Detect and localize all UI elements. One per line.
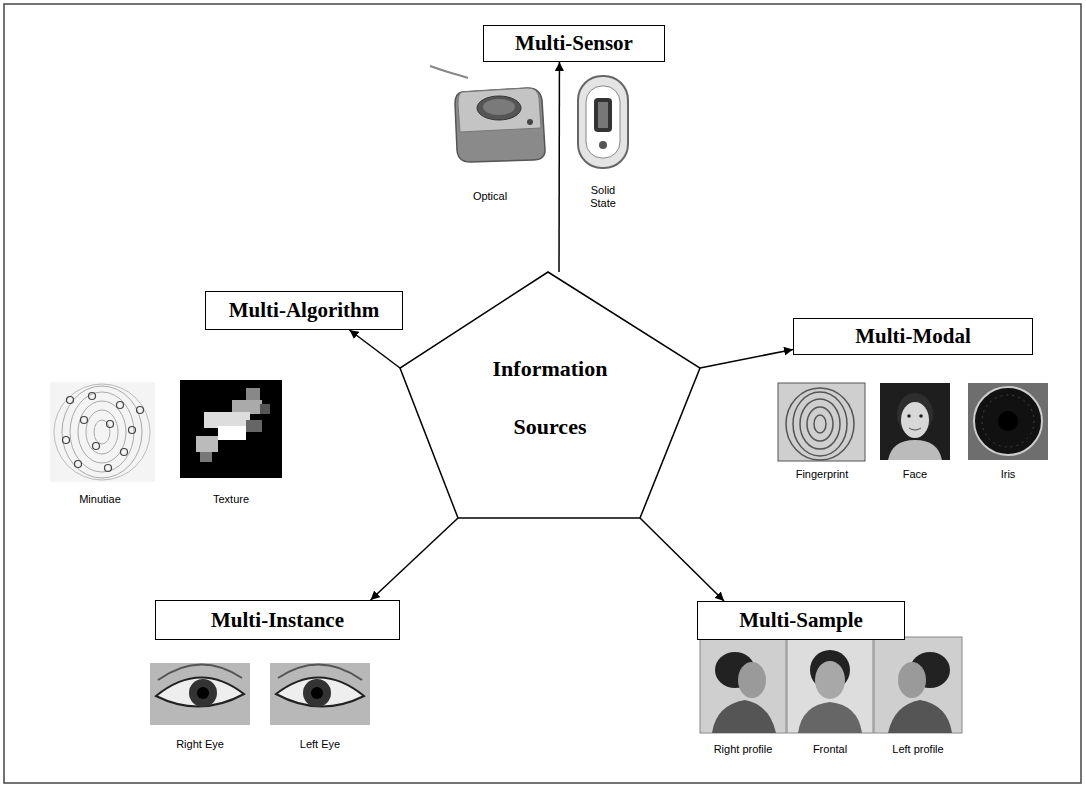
frontal-photo [787, 637, 873, 733]
picture-caption: Solid State [585, 184, 621, 210]
frame [4, 4, 1081, 783]
picture-caption: Optical [450, 190, 530, 203]
arrow-connector [700, 349, 793, 368]
box-title: Multi-Instance [211, 608, 344, 633]
arrow-connector [558, 62, 560, 272]
center-pentagon: Information Sources [400, 272, 700, 518]
picture-caption: Right profile [700, 743, 786, 756]
picture-caption: Right Eye [155, 738, 245, 751]
box-title: Multi-Algorithm [229, 298, 379, 323]
left-profile-photo [874, 637, 962, 733]
picture-caption: Texture [186, 493, 276, 506]
pentagon-shape [400, 272, 700, 518]
optical-sensor [430, 66, 545, 162]
picture-caption: Iris [978, 468, 1038, 481]
source-box: Multi-Instance [155, 600, 400, 640]
picture-caption: Left Eye [275, 738, 365, 751]
picture-caption: Frontal [787, 743, 873, 756]
pentagon-outline [400, 272, 700, 518]
arrow-connector [640, 518, 724, 601]
left-eye-image [270, 663, 370, 725]
source-box: Multi-Sample [697, 601, 905, 640]
source-box: Multi-Sensor [483, 25, 665, 62]
picture-caption: Left profile [874, 743, 962, 756]
source-box: Multi-Algorithm [205, 291, 403, 330]
picture-caption: Minutiae [55, 493, 145, 506]
center-title: Information Sources [460, 340, 640, 456]
fingerprint-image [778, 383, 865, 461]
arrow-connector [371, 518, 458, 600]
box-title: Multi-Sensor [515, 31, 633, 56]
right-profile-photo [700, 637, 786, 733]
source-box: Multi-Modal [793, 318, 1033, 355]
arrow-connector [350, 330, 400, 368]
iris-image [968, 383, 1048, 460]
solid-state-sensor [578, 76, 628, 168]
minutiae-fingerprint [50, 382, 155, 482]
picture-caption: Fingerprint [777, 468, 867, 481]
texture-image [180, 380, 282, 478]
picture-caption: Face [880, 468, 950, 481]
box-title: Multi-Sample [739, 608, 863, 633]
face-image [880, 383, 950, 460]
box-title: Multi-Modal [855, 324, 971, 349]
right-eye-image [150, 663, 250, 725]
